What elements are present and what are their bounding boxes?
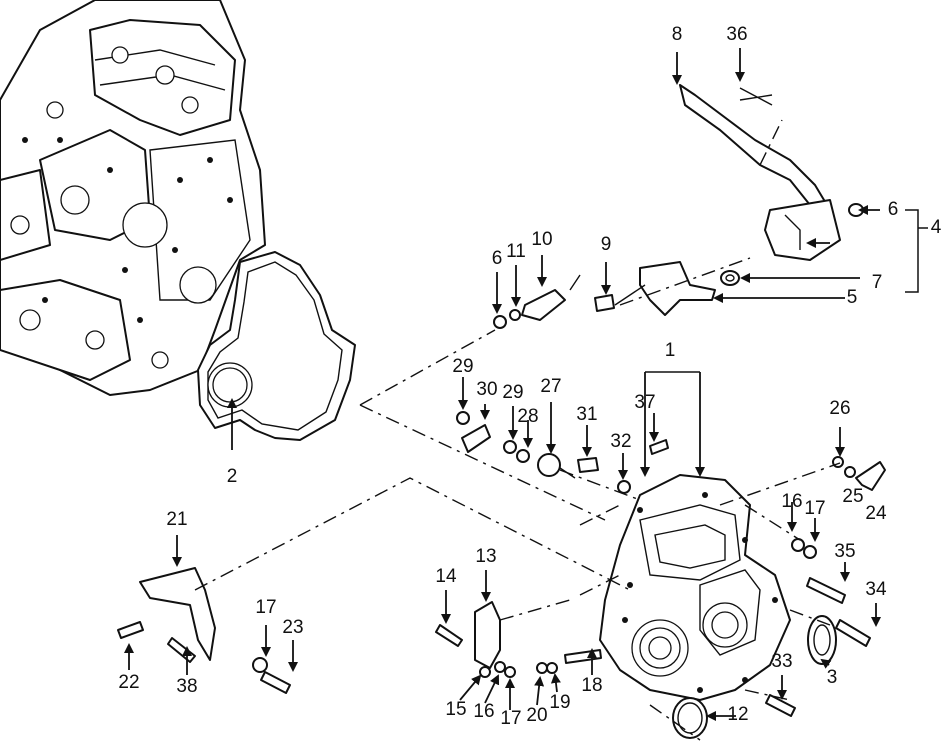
callout-15: 15 — [445, 699, 466, 720]
callout-38: 38 — [176, 676, 197, 697]
callout-3: 3 — [827, 667, 838, 688]
callout-6-left: 6 — [492, 248, 503, 269]
callout-36: 36 — [726, 24, 747, 45]
lower-bracket — [435, 601, 602, 678]
callout-2: 2 — [227, 466, 238, 487]
callout-35: 35 — [834, 541, 855, 562]
callout-34: 34 — [865, 579, 887, 600]
callout-17-left: 17 — [255, 597, 276, 618]
callout-29-right: 29 — [502, 382, 523, 403]
callout-4: 4 — [931, 217, 942, 238]
callout-12: 12 — [727, 704, 748, 725]
callout-16-lower: 16 — [473, 701, 494, 722]
front-cover — [599, 474, 791, 701]
callout-23: 23 — [282, 617, 303, 638]
callout-18: 18 — [581, 675, 602, 696]
callout-28: 28 — [517, 406, 538, 427]
callout-9: 9 — [601, 234, 612, 255]
right-fasteners — [765, 456, 886, 717]
callout-labels: 1 2 3 4 5 6 6 7 8 9 10 11 12 13 14 15 16… — [118, 24, 941, 729]
callout-32: 32 — [610, 431, 631, 452]
callout-16-right: 16 — [781, 491, 802, 512]
callout-19: 19 — [549, 692, 570, 713]
callout-25: 25 — [842, 486, 863, 507]
engine-block — [0, 0, 266, 396]
callout-7: 7 — [872, 272, 883, 293]
callout-17-lower: 17 — [500, 708, 521, 729]
callout-30: 30 — [476, 379, 497, 400]
callout-11: 11 — [506, 241, 526, 262]
callout-31: 31 — [576, 404, 597, 425]
callout-27: 27 — [540, 376, 561, 397]
callout-24: 24 — [865, 503, 887, 524]
lower-left-bracket — [117, 567, 291, 694]
callout-26: 26 — [829, 398, 850, 419]
throttle-linkage — [493, 84, 864, 329]
callout-1: 1 — [665, 340, 676, 361]
callout-22: 22 — [118, 672, 139, 693]
snap-ring — [672, 697, 708, 739]
callout-8: 8 — [672, 24, 683, 45]
callout-21: 21 — [166, 509, 187, 530]
leader-lines — [124, 48, 928, 721]
callout-5: 5 — [847, 287, 858, 308]
callout-14: 14 — [435, 566, 457, 587]
callout-13: 13 — [475, 546, 496, 567]
callout-37: 37 — [634, 392, 655, 413]
small-parts — [456, 411, 669, 494]
callout-17-right: 17 — [804, 498, 825, 519]
callout-33: 33 — [771, 651, 792, 672]
callout-29-left: 29 — [452, 356, 473, 377]
callout-20: 20 — [526, 705, 547, 726]
callout-10: 10 — [531, 229, 552, 250]
center-lines — [194, 119, 841, 741]
seal — [807, 615, 837, 665]
callout-6-right: 6 — [888, 199, 899, 220]
